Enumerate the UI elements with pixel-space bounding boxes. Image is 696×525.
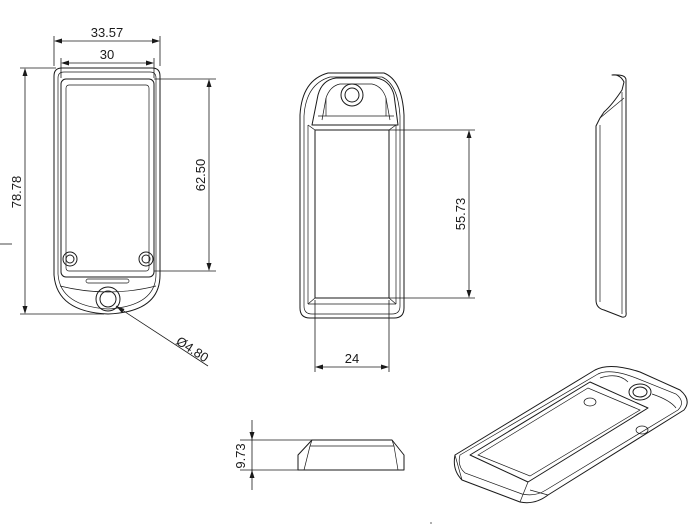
bottom-view	[297, 439, 405, 471]
screen-height-label: 62.50	[193, 159, 208, 192]
dim-window-height: 55.73	[389, 129, 475, 299]
dim-window-width: 24	[314, 300, 390, 372]
side-view	[595, 74, 627, 318]
window-width-label: 24	[345, 351, 359, 366]
dim-thickness: 9.73	[233, 420, 312, 490]
window-height-label: 55.73	[453, 198, 468, 231]
front-view	[53, 67, 161, 315]
hole-diameter-label: Ø4.80	[174, 333, 212, 365]
thickness-label: 9.73	[233, 443, 248, 468]
dim-screen-height: 62.50	[154, 78, 216, 272]
dim-inner-width: 30	[60, 47, 155, 78]
inner-width-label: 30	[100, 47, 114, 62]
dim-overall-height: 78.78	[0, 67, 104, 315]
dim-hole-diameter: Ø4.80	[115, 305, 212, 367]
isometric-view	[453, 366, 688, 504]
overall-height-label: 78.78	[9, 176, 24, 209]
dim-outer-width: 33.57	[53, 25, 161, 66]
back-view	[299, 72, 405, 319]
outer-width-label: 33.57	[91, 25, 124, 40]
